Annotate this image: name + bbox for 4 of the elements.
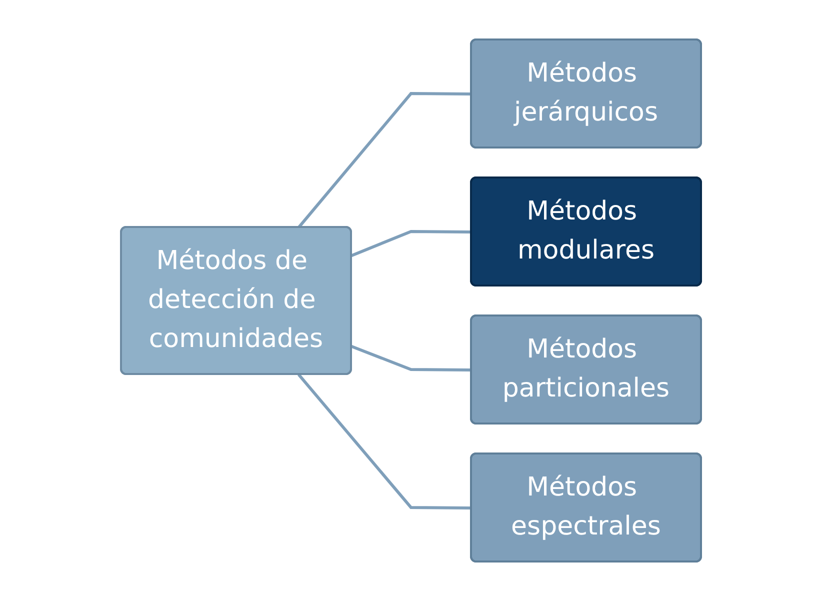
connector	[350, 344, 472, 372]
connector	[350, 230, 472, 258]
connector	[297, 92, 472, 228]
connector	[298, 374, 472, 510]
